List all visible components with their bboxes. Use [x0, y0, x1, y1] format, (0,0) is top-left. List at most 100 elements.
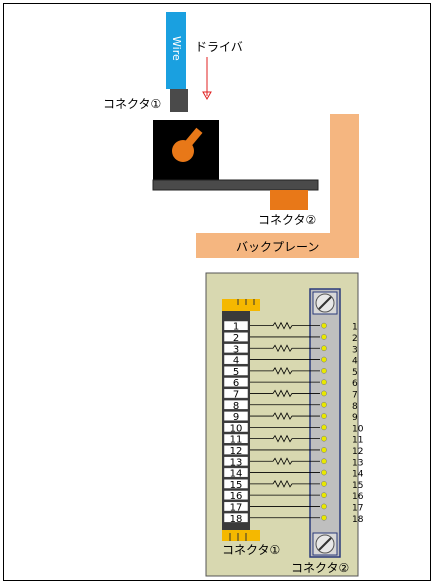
terminal-dot — [321, 469, 327, 476]
knob-handle — [183, 127, 203, 149]
right-pin-label: 7 — [352, 390, 358, 400]
left-pin-box — [223, 422, 249, 433]
left-pin-label: 1 — [233, 322, 239, 333]
resistor-wire — [250, 321, 320, 330]
resistor-wire — [250, 434, 320, 443]
right-pin-label: 12 — [352, 447, 363, 457]
driver-label: ドライバ — [195, 40, 243, 54]
left-pin-box — [223, 445, 249, 455]
pin-row: 14 14 — [223, 467, 364, 480]
left-pin-label: 10 — [230, 423, 243, 434]
left-pin-box — [223, 467, 249, 478]
right-pin-label: 9 — [352, 413, 358, 423]
backplane — [196, 114, 359, 258]
driver-arrowhead — [202, 91, 212, 101]
left-pin-label: 12 — [230, 446, 243, 457]
left-pin-box — [223, 478, 249, 489]
left-pin-label: 14 — [230, 469, 243, 480]
resistor-wire — [250, 412, 320, 420]
right-pin-label: 13 — [352, 458, 363, 468]
pin-row: 11 11 — [223, 433, 363, 446]
board-bar — [152, 179, 319, 191]
left-pin-box — [223, 501, 249, 512]
figure-frame — [3, 3, 431, 581]
left-pin-label: 18 — [230, 514, 243, 525]
left-pin-box — [223, 343, 249, 354]
terminal-dot — [321, 481, 327, 487]
backplane-label: バックプレーン — [236, 240, 320, 254]
top-connector2 — [270, 190, 308, 210]
terminal-dot — [321, 424, 327, 431]
left-pin-box — [223, 365, 249, 376]
terminal-dot — [321, 458, 327, 465]
left-header-bottom — [222, 522, 260, 541]
resistor-wire — [250, 457, 320, 466]
right-pin-label: 15 — [352, 481, 363, 491]
left-pin-label: 5 — [233, 367, 239, 378]
left-pin-label: 9 — [233, 412, 239, 423]
left-pin-label: 15 — [230, 480, 243, 491]
terminal-dot — [321, 514, 327, 521]
top-connector2-label: コネクタ② — [258, 213, 317, 227]
right-pin-label: 11 — [352, 436, 363, 446]
right-pin-label: 1 — [352, 323, 358, 333]
right-pin-label: 10 — [352, 424, 364, 434]
left-pin-label: 16 — [230, 491, 243, 502]
left-pin-label: 7 — [233, 389, 239, 400]
left-pin-box — [223, 490, 249, 501]
left-pin-label: 6 — [233, 378, 239, 389]
terminal-dot — [321, 390, 327, 397]
wire-label: Wire — [170, 35, 183, 61]
terminal-screw-bottom — [312, 532, 338, 556]
right-pin-label: 17 — [352, 503, 363, 513]
left-pin-box — [223, 456, 249, 467]
left-pin-label: 3 — [233, 344, 239, 355]
left-pin-box — [223, 399, 249, 410]
left-pin-label: 8 — [233, 401, 239, 412]
terminal-dot — [321, 379, 327, 385]
board-connector1-label: コネクタ① — [222, 543, 281, 557]
right-pin-label: 8 — [352, 402, 358, 412]
resistor-wire — [250, 479, 320, 488]
terminal-strip — [309, 288, 341, 558]
right-pin-label: 6 — [352, 379, 358, 389]
left-pin-box — [223, 377, 249, 388]
top-connector1-label: コネクタ① — [103, 97, 162, 111]
wire — [166, 12, 186, 89]
terminal-screw-top — [312, 291, 338, 315]
left-header-top — [222, 299, 260, 319]
terminal-dot — [321, 492, 327, 498]
resistor-wire — [250, 389, 320, 398]
right-pin-label: 5 — [352, 368, 358, 378]
left-pin-label: 4 — [233, 356, 239, 367]
top-connector1 — [170, 89, 188, 112]
left-pin-label: 2 — [233, 333, 239, 344]
left-pin-label: 11 — [230, 435, 243, 446]
left-pin-box — [223, 354, 249, 365]
right-pin-label: 14 — [352, 470, 364, 480]
left-pin-box — [223, 320, 249, 331]
left-pin-box — [223, 388, 249, 399]
resistor-wire — [250, 366, 320, 375]
right-pin-label: 16 — [352, 492, 364, 502]
left-pin-box — [223, 332, 249, 342]
terminal-dot — [321, 413, 327, 419]
right-pin-label: 4 — [352, 357, 358, 367]
right-pin-label: 18 — [352, 515, 364, 525]
pin-row: 10 10 — [223, 422, 364, 434]
terminal-dot — [321, 356, 327, 363]
terminal-dot — [321, 435, 327, 442]
terminal-dot — [321, 401, 327, 408]
left-pin-box — [223, 512, 249, 523]
